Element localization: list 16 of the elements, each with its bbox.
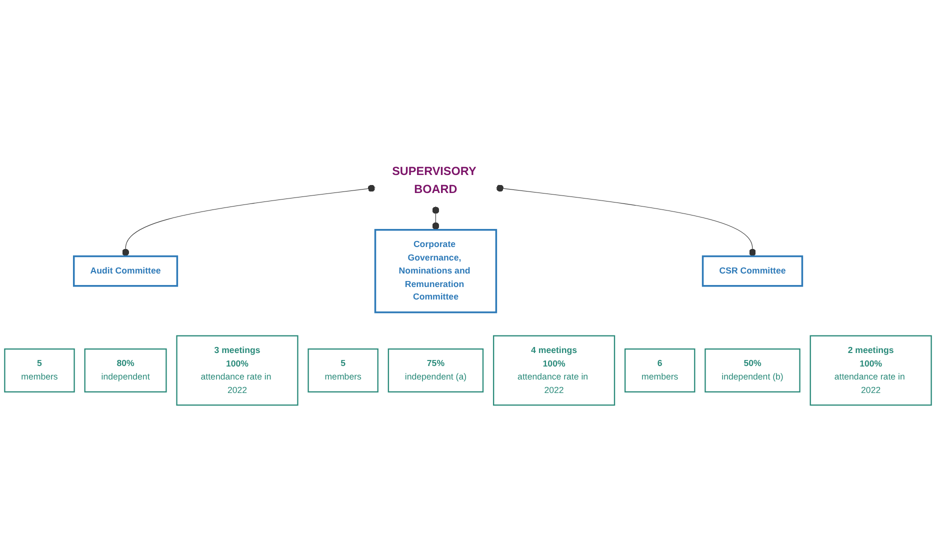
node-box: 50% independent (b): [704, 348, 800, 392]
node-box: 3 meetings 100% attendance rate in 2022: [176, 334, 298, 406]
node-box: 2 meetings 100% attendance rate in 2022: [810, 334, 932, 406]
node-box: 5 members: [4, 348, 75, 392]
node-box: 75% independent (a): [388, 348, 484, 392]
node-box: 80% independent: [84, 348, 167, 392]
node-box: Audit Committee: [72, 255, 178, 286]
connector: [122, 184, 376, 256]
node-box: CSR Committee: [702, 255, 804, 286]
connector: [496, 184, 756, 256]
connector: [432, 206, 440, 230]
node-text: SUPERVISORY BOARD: [392, 164, 476, 196]
node-box: 6 members: [624, 348, 696, 392]
node-box: 5 members: [308, 348, 378, 392]
node-box: Corporate Governance, Nominations and Remuneration Committee: [374, 228, 498, 313]
node-box: 4 meetings 100% attendance rate in 2022: [492, 334, 616, 406]
